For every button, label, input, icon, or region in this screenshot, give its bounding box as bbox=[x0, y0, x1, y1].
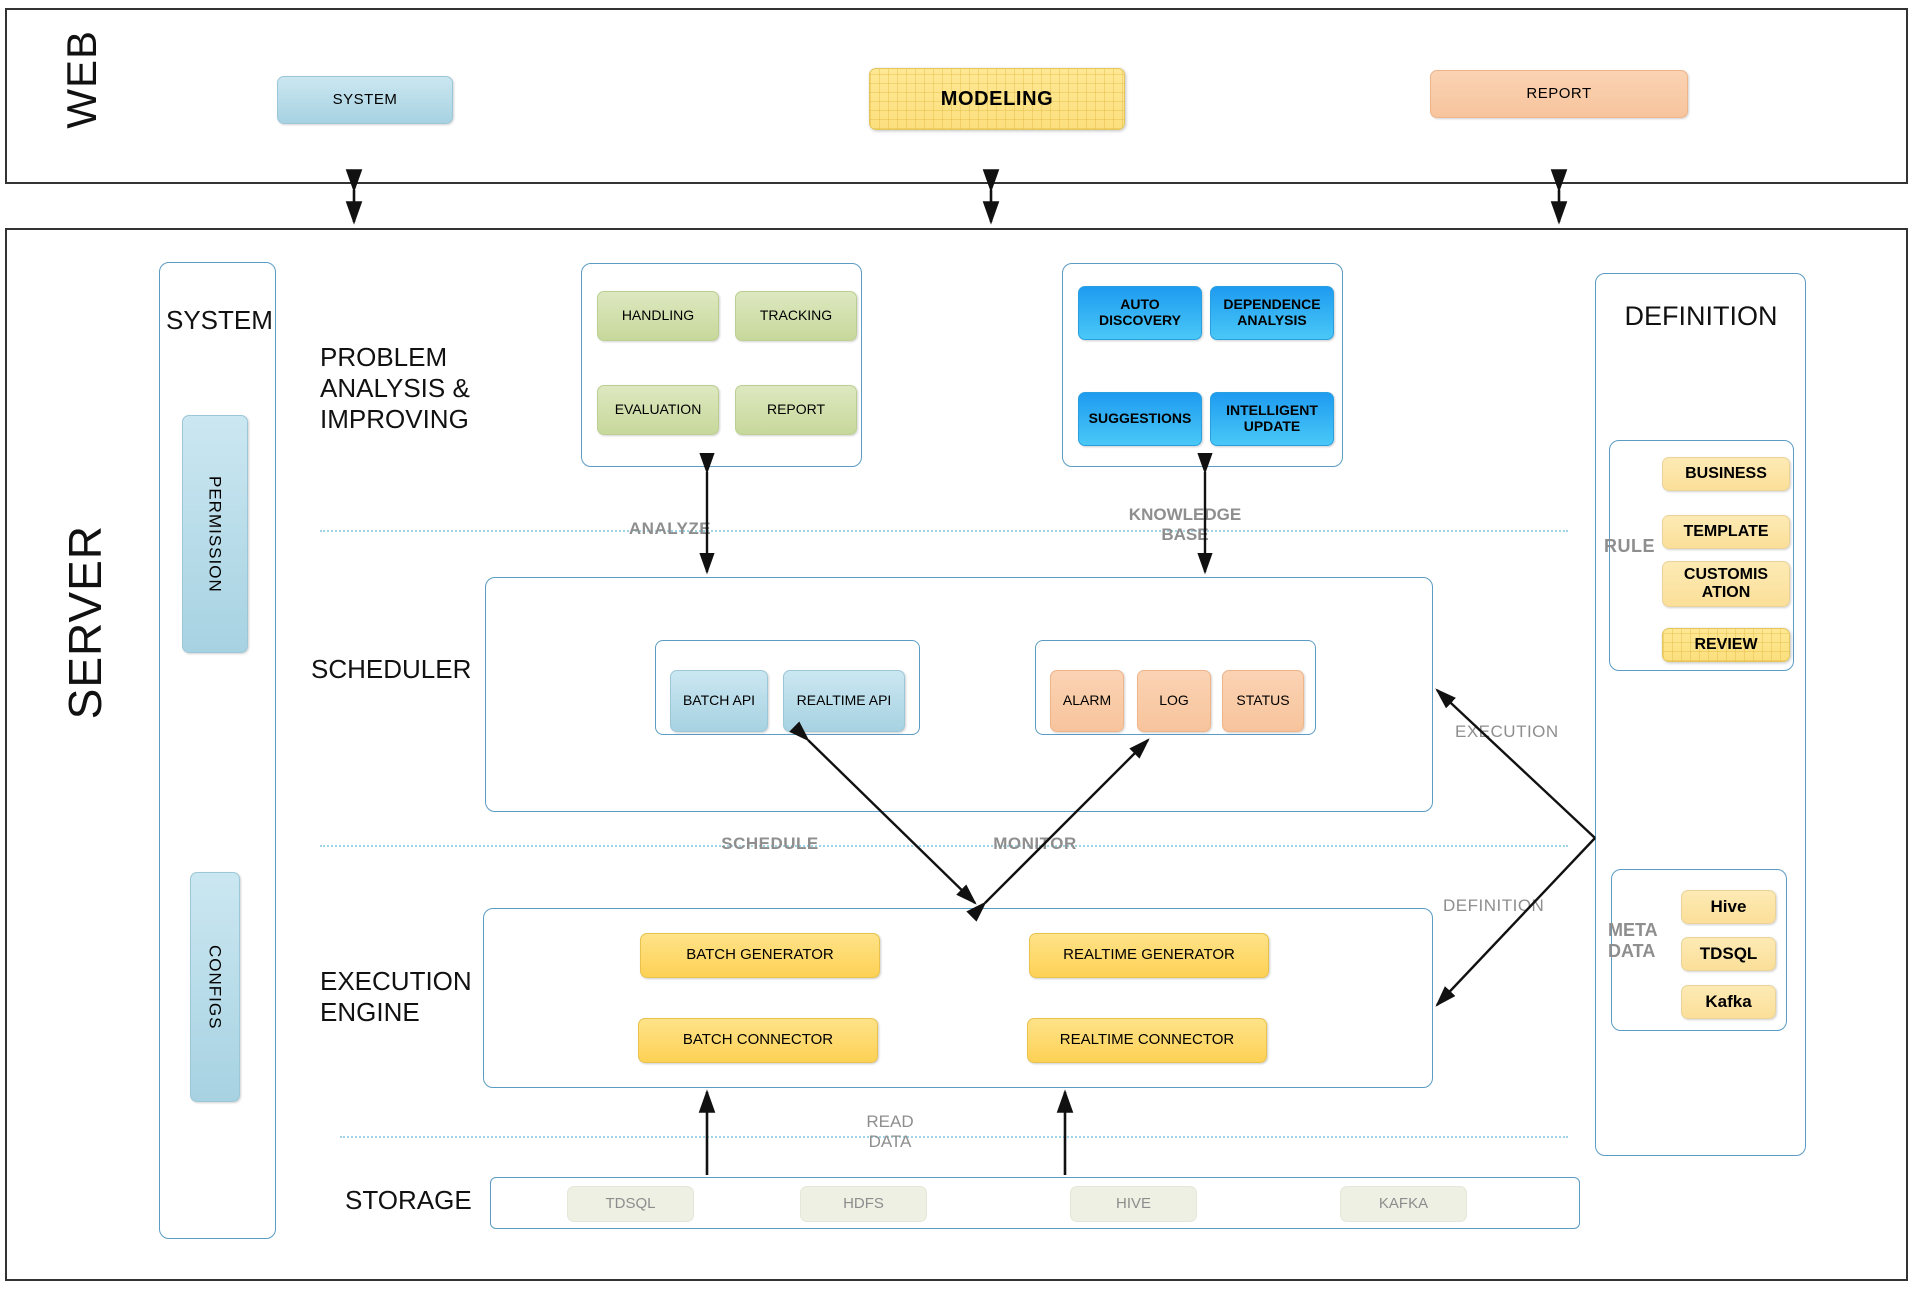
metadata-item-tdsql[interactable]: TDSQL bbox=[1681, 937, 1776, 971]
rule-item-business[interactable]: BUSINESS bbox=[1662, 457, 1790, 491]
row-title-storage: STORAGE bbox=[345, 1185, 472, 1215]
execution-engine-group bbox=[483, 908, 1433, 1088]
storage-item-hdfs[interactable]: HDFS bbox=[800, 1186, 927, 1222]
row-title-problem-analysis: PROBLEM ANALYSIS & IMPROVING bbox=[320, 342, 470, 435]
divider-schedule-monitor bbox=[320, 845, 1568, 847]
system-item-permission[interactable]: PERMISSION bbox=[182, 415, 248, 653]
rule-item-review[interactable]: REVIEW bbox=[1662, 628, 1790, 662]
arrow-web-server bbox=[345, 169, 1568, 225]
flow-label-read-data: READ DATA bbox=[866, 1112, 914, 1151]
metadata-item-kafka[interactable]: Kafka bbox=[1681, 985, 1776, 1019]
problem-analysis-item-handling[interactable]: HANDLING bbox=[597, 291, 719, 341]
execution-item-batch-connector[interactable]: BATCH CONNECTOR bbox=[638, 1018, 878, 1063]
scheduler-item-log[interactable]: LOG bbox=[1137, 670, 1211, 732]
web-item-system[interactable]: SYSTEM bbox=[277, 76, 453, 124]
storage-item-kafka[interactable]: KAFKA bbox=[1340, 1186, 1467, 1222]
knowledge-base-item-auto-discovery[interactable]: AUTO DISCOVERY bbox=[1078, 286, 1202, 340]
scheduler-item-batch-api[interactable]: BATCH API bbox=[670, 670, 768, 732]
storage-item-tdsql[interactable]: TDSQL bbox=[567, 1186, 694, 1222]
system-group-title: SYSTEM bbox=[166, 305, 273, 335]
rule-group-label: RULE bbox=[1604, 536, 1655, 556]
row-title-execution-engine: EXECUTION ENGINE bbox=[320, 966, 472, 1028]
rule-item-template[interactable]: TEMPLATE bbox=[1662, 515, 1790, 549]
web-item-modeling[interactable]: MODELING bbox=[869, 68, 1125, 130]
divider-read-data bbox=[340, 1136, 1568, 1138]
problem-analysis-item-evaluation[interactable]: EVALUATION bbox=[597, 385, 719, 435]
flow-label-schedule: SCHEDULE bbox=[721, 834, 819, 853]
row-title-scheduler: SCHEDULER bbox=[311, 654, 472, 684]
metadata-group-label: META DATA bbox=[1608, 920, 1658, 961]
problem-analysis-item-tracking[interactable]: TRACKING bbox=[735, 291, 857, 341]
flow-label-analyze: ANALYZE bbox=[628, 519, 712, 538]
flow-label-definition: DEFINITION bbox=[1443, 896, 1545, 915]
problem-analysis-item-report[interactable]: REPORT bbox=[735, 385, 857, 435]
scheduler-item-alarm[interactable]: ALARM bbox=[1050, 670, 1124, 732]
divider-analyze bbox=[320, 530, 1568, 532]
storage-item-hive[interactable]: HIVE bbox=[1070, 1186, 1197, 1222]
knowledge-base-item-suggestions[interactable]: SUGGESTIONS bbox=[1078, 392, 1202, 446]
web-item-report[interactable]: REPORT bbox=[1430, 70, 1688, 118]
rule-item-customisation[interactable]: CUSTOMIS ATION bbox=[1662, 561, 1790, 607]
execution-item-realtime-generator[interactable]: REALTIME GENERATOR bbox=[1029, 933, 1269, 978]
execution-item-realtime-connector[interactable]: REALTIME CONNECTOR bbox=[1027, 1018, 1267, 1063]
scheduler-item-status[interactable]: STATUS bbox=[1222, 670, 1304, 732]
knowledge-base-item-dependence-analysis[interactable]: DEPENDENCE ANALYSIS bbox=[1210, 286, 1334, 340]
execution-item-batch-generator[interactable]: BATCH GENERATOR bbox=[640, 933, 880, 978]
scheduler-item-realtime-api[interactable]: REALTIME API bbox=[783, 670, 905, 732]
metadata-item-hive[interactable]: Hive bbox=[1681, 890, 1776, 924]
flow-label-execution: EXECUTION bbox=[1455, 722, 1559, 741]
definition-group-title: DEFINITION bbox=[1624, 301, 1778, 331]
server-layer-label: SERVER bbox=[59, 525, 111, 720]
web-layer-label: WEB bbox=[58, 30, 105, 129]
flow-label-knowledge-base: KNOWLEDGE BASE bbox=[1128, 505, 1242, 544]
knowledge-base-item-intelligent-update[interactable]: INTELLIGENT UPDATE bbox=[1210, 392, 1334, 446]
flow-label-monitor: MONITOR bbox=[993, 834, 1077, 853]
system-item-configs[interactable]: CONFIGS bbox=[190, 872, 240, 1102]
